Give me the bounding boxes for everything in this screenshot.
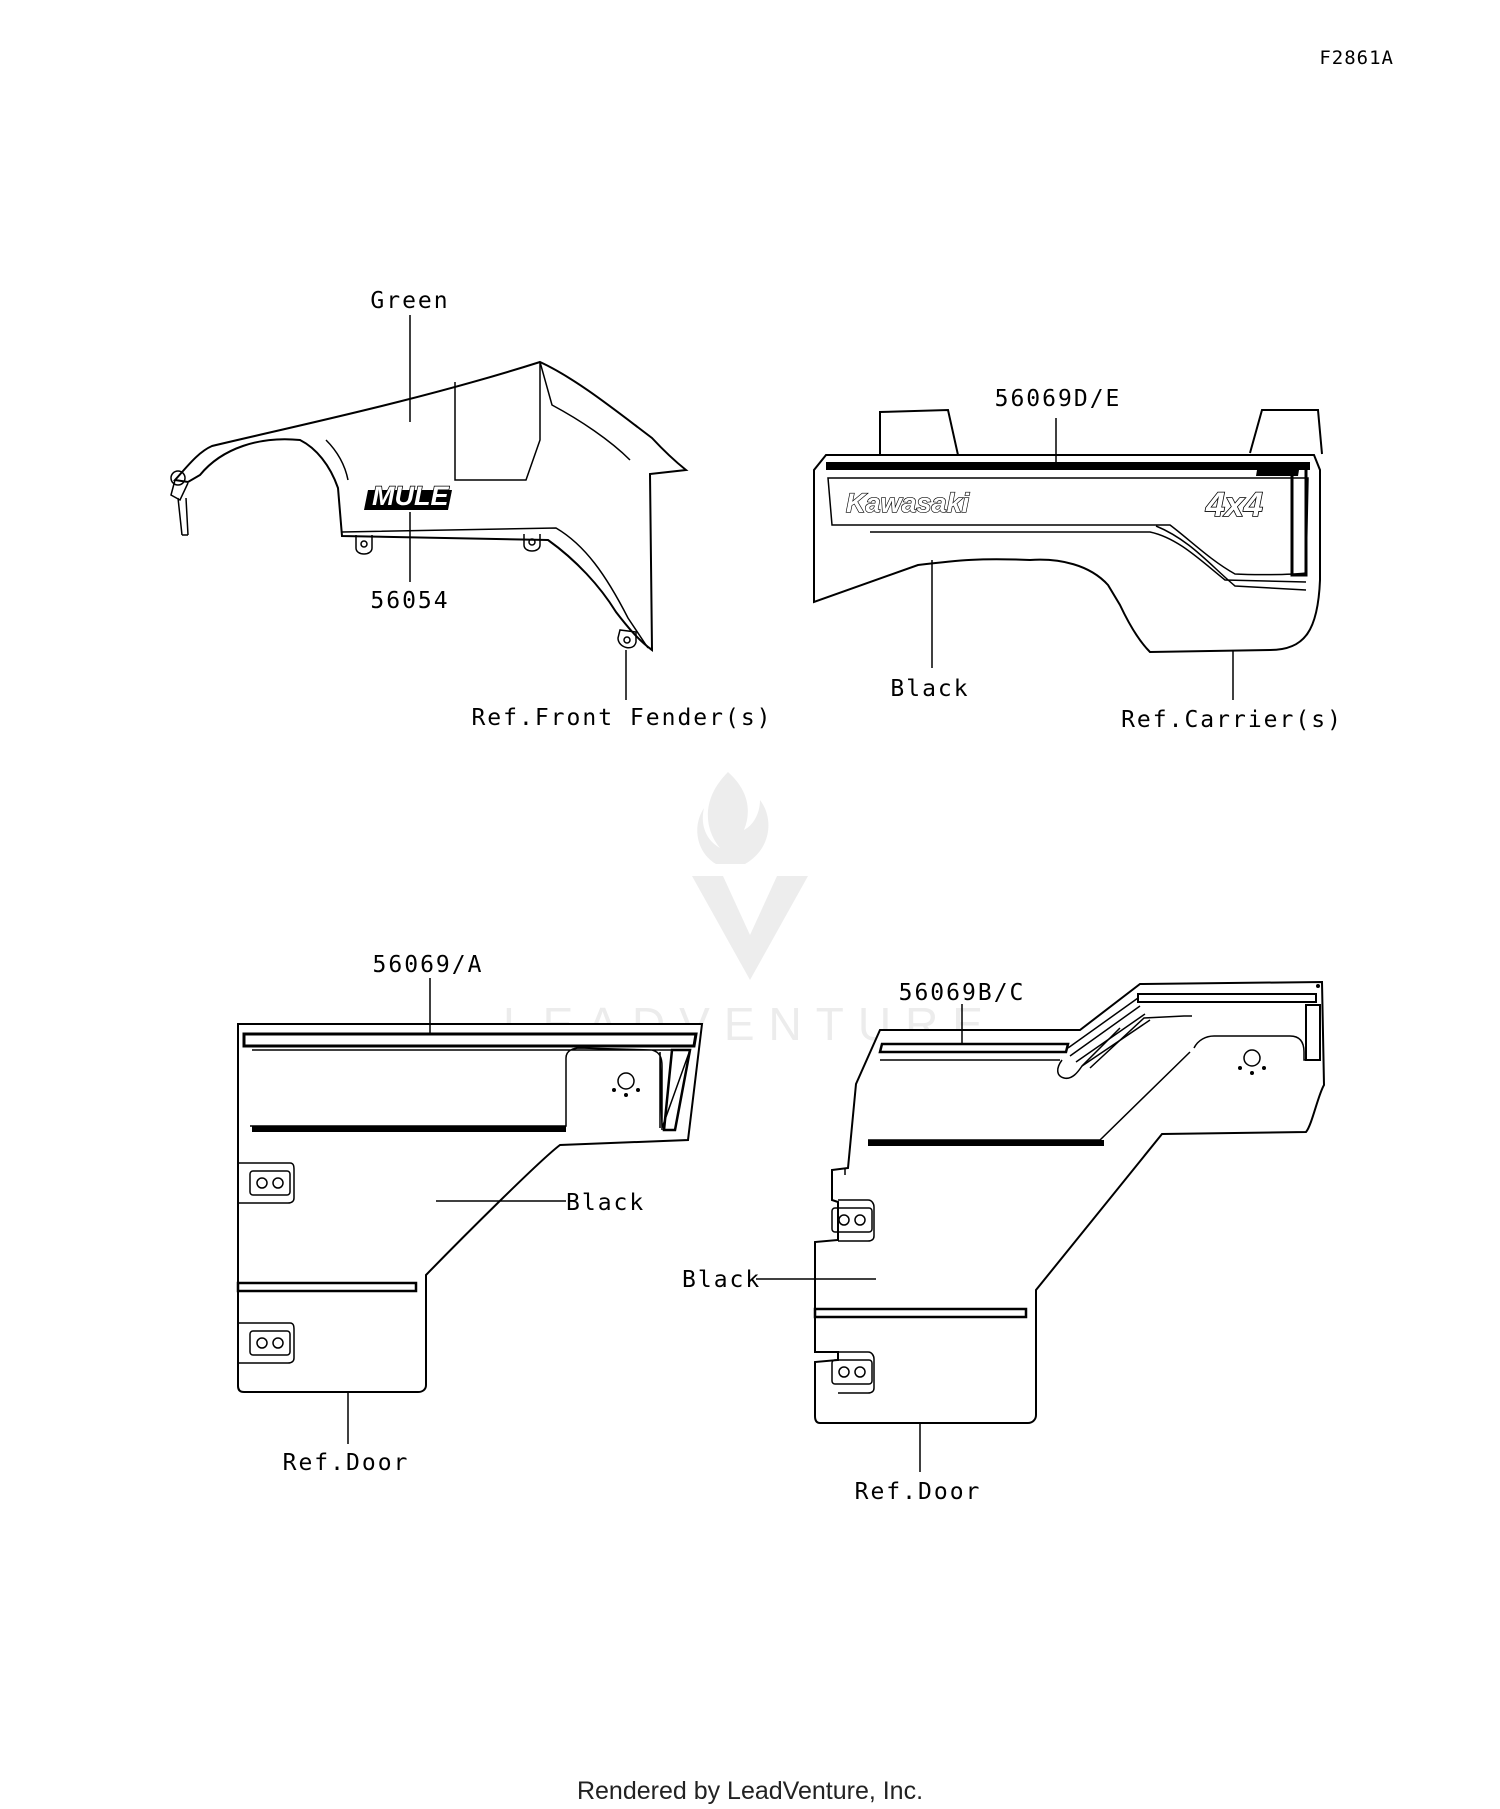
fender-bracket-3 [617,629,637,649]
door-right-hinge-plate [831,1207,873,1233]
fender-bracket-hole [623,636,631,644]
door-right-lock-dot [1262,1066,1266,1070]
door-left-hinge-bottom [238,1322,295,1364]
fender-lower-edge [341,527,649,649]
door-right-top-stripe [878,1042,1070,1054]
carrier-ref-label: Ref.Carrier(s) [1121,707,1343,733]
fender-bracket-hole [528,538,536,546]
door-right-upper-stripe [1137,993,1317,1003]
door-left-lock-dot [612,1088,616,1092]
fender-side-edge [325,439,349,481]
door-left-lock-dot [636,1088,640,1092]
door-left-side-stripe [662,1048,692,1132]
door-right-ref-label: Ref.Door [855,1479,982,1505]
carrier-part-number: 56069D/E [995,386,1122,412]
hinge-bolt-icon [256,1337,268,1349]
door-right-corner-dot [1316,984,1320,988]
door-left-lock-icon [617,1072,635,1090]
door-left-hinge-plate [249,1330,291,1356]
fender-color-label: Green [370,288,449,314]
door-right-hinge-top [838,1199,875,1242]
fender-bracket-2 [523,534,541,552]
door-left-hinge-plate [249,1170,291,1196]
door-right-mid-stripe [813,1307,1028,1319]
door-right-pillar [1057,1027,1121,1080]
hinge-bolt-icon [272,1177,284,1189]
door-right-color-label: Black [682,1267,761,1293]
carrier-color-label: Black [890,676,969,702]
v-logo-icon [692,876,808,980]
door-left-window [250,1047,692,1130]
mule-decal-text: MULE [372,481,449,511]
door-left-outline [237,1023,704,1393]
door-right-lock-dot [1238,1066,1242,1070]
carrier-tab-left [879,408,959,456]
door-right-hinge-plate [831,1359,873,1385]
mule-decal: MULE [364,480,452,512]
carrier-outline [813,454,1321,654]
door-left-hinge-top [238,1162,295,1204]
door-right-part-number: 56069B/C [899,980,1026,1006]
door-right-end-stripe [1305,1004,1321,1061]
fender-part-number: 56054 [370,588,449,614]
carrier-tab-right [1249,409,1323,455]
door-right-lock-dot [1250,1071,1254,1075]
door-left-group: 56069/A Black Ref.Door [236,952,704,1476]
carrier-decal-sweep [870,531,1307,583]
front-fender-group: MULE Green 56054 Ref.Front Fender(s) [170,288,772,731]
diagram-code: F2861A [1319,47,1394,69]
door-right-group: 56069B/C Black Ref.Door [682,980,1326,1505]
door-right-window-sill [868,1140,1104,1146]
door-left-lock-dot [624,1093,628,1097]
fender-tip [170,479,189,536]
door-right-window [868,1015,1320,1141]
carrier-end-stripe [1290,463,1308,577]
door-right-lock-icon [1243,1049,1261,1067]
door-left-top-stripe [242,1032,698,1048]
hinge-bolt-icon [838,1366,850,1378]
hinge-bolt-icon [272,1337,284,1349]
door-left-ref-label: Ref.Door [283,1450,410,1476]
door-left-color-label: Black [566,1190,645,1216]
fender-bracket-hole [360,540,368,548]
watermark: LEADVENTURE [503,772,983,1050]
door-right-upper-step [831,1168,846,1176]
fender-inner-panel [454,362,541,481]
hinge-bolt-icon [838,1214,850,1226]
door-right-outline [814,980,1326,1424]
hinge-bolt-icon [854,1214,866,1226]
door-right-angle-stripes [1067,997,1151,1067]
fender-ref-label: Ref.Front Fender(s) [471,705,772,731]
fender-mount-hole [170,470,186,486]
carrier-top-stripe [826,462,1310,470]
carrier-model-text: 4x4 [1205,486,1263,524]
carrier-small-badge [1256,464,1300,476]
carrier-brand-text: Kawasaki [846,488,970,518]
door-left-mid-stripe [236,1281,418,1293]
hinge-bolt-icon [854,1366,866,1378]
fender-crease [539,361,631,461]
footer-credit: Rendered by LeadVenture, Inc. [577,1777,923,1805]
door-right-hinge-bottom [838,1351,875,1394]
carrier-group: Kawasaki 4x4 56069D/E Black Ref.Carrier(… [813,386,1343,733]
carrier-decal-sweep-2 [1155,525,1307,591]
door-left-window-sill [252,1126,566,1132]
door-left-part-number: 56069/A [373,952,484,978]
hinge-bolt-icon [256,1177,268,1189]
flame-icon [697,772,769,864]
fender-bracket-1 [355,535,373,555]
